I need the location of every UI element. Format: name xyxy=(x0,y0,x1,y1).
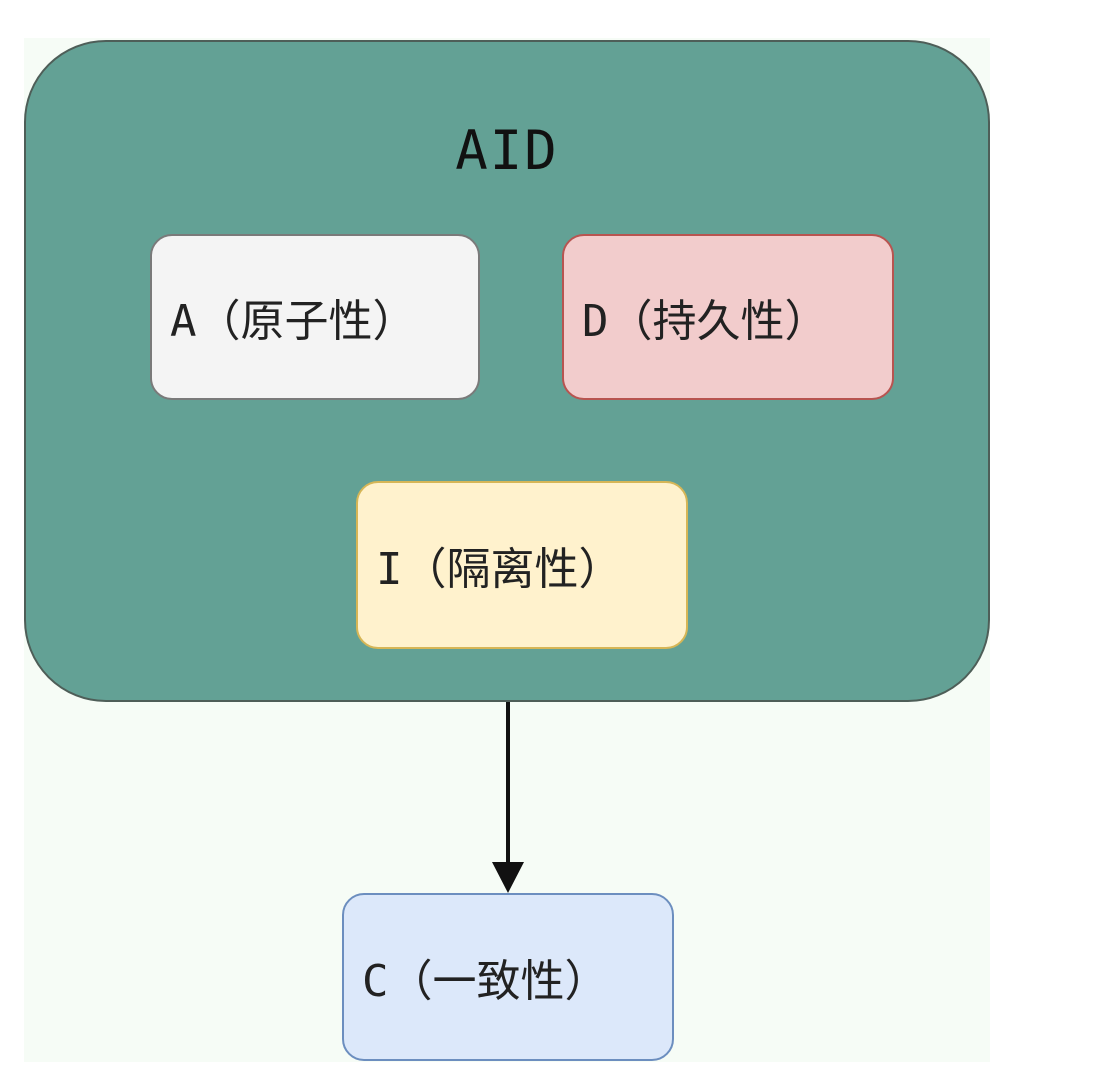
node-isolation: I（隔离性） xyxy=(356,481,688,649)
container-title: AID xyxy=(455,119,559,182)
node-atomicity: A（原子性） xyxy=(150,234,480,400)
node-durability: D（持久性） xyxy=(562,234,894,400)
node-consistency: C（一致性） xyxy=(342,893,674,1061)
